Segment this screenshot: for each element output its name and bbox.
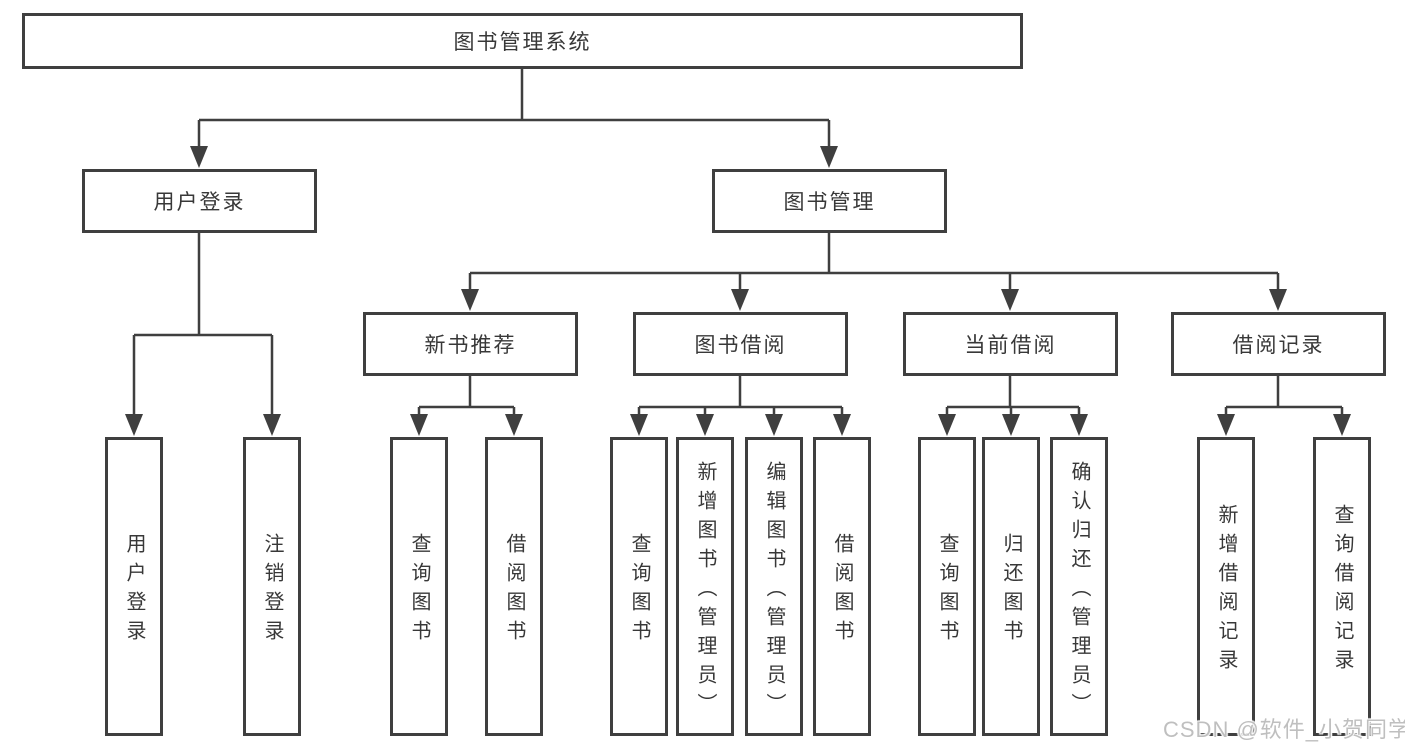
leaf-label: 归还图书	[1000, 533, 1022, 649]
leaf-query-books-recommend: 查询图书	[390, 437, 448, 736]
node-label: 借阅记录	[1232, 334, 1325, 357]
leaf-label: 查询图书	[408, 533, 430, 649]
node-label: 图书管理系统	[453, 31, 592, 54]
node-current-borrowing: 当前借阅	[903, 312, 1118, 376]
connector-mgmt-children	[461, 232, 1287, 311]
connector-current-children	[938, 375, 1088, 436]
node-label: 当前借阅	[964, 334, 1057, 357]
node-user-login: 用户登录	[82, 169, 317, 233]
leaf-label: 确认归还（管理员）	[1068, 460, 1090, 722]
leaf-label: 新增借阅记录	[1215, 504, 1237, 678]
connector-recommend-children	[410, 375, 523, 436]
leaf-label: 查询图书	[936, 533, 958, 649]
node-label: 图书借阅	[694, 334, 787, 357]
node-library-management-system: 图书管理系统	[22, 13, 1023, 69]
csdn-watermark: CSDN @软件_小贺同学	[1163, 717, 1405, 742]
node-label: 新书推荐	[424, 334, 517, 357]
connector-root	[190, 68, 838, 168]
leaf-borrow-books-recommend: 借阅图书	[485, 437, 543, 736]
leaf-label: 用户登录	[123, 533, 145, 649]
leaf-label: 查询图书	[628, 533, 650, 649]
node-book-borrowing: 图书借阅	[633, 312, 848, 376]
leaf-return-book: 归还图书	[982, 437, 1040, 736]
leaf-user-login: 用户登录	[105, 437, 163, 736]
node-new-book-recommend: 新书推荐	[363, 312, 578, 376]
leaf-borrow-books: 借阅图书	[813, 437, 871, 736]
leaf-label: 注销登录	[261, 533, 283, 649]
connector-records-children	[1217, 375, 1351, 436]
leaf-edit-book-admin: 编辑图书（管理员）	[745, 437, 803, 736]
leaf-query-books-current: 查询图书	[918, 437, 976, 736]
leaf-add-borrow-record: 新增借阅记录	[1197, 437, 1255, 736]
leaf-label: 新增图书（管理员）	[694, 460, 716, 722]
connector-login-children	[125, 232, 281, 436]
leaf-query-books-borrow: 查询图书	[610, 437, 668, 736]
node-book-management: 图书管理	[712, 169, 947, 233]
leaf-label: 借阅图书	[831, 533, 853, 649]
leaf-add-book-admin: 新增图书（管理员）	[676, 437, 734, 736]
node-label: 用户登录	[153, 191, 246, 214]
connector-borrow-children	[630, 375, 851, 436]
node-label: 图书管理	[783, 191, 876, 214]
node-borrowing-records: 借阅记录	[1171, 312, 1386, 376]
leaf-label: 编辑图书（管理员）	[763, 460, 785, 722]
leaf-label: 借阅图书	[503, 533, 525, 649]
leaf-query-borrow-record: 查询借阅记录	[1313, 437, 1371, 736]
leaf-logout: 注销登录	[243, 437, 301, 736]
leaf-label: 查询借阅记录	[1331, 504, 1353, 678]
leaf-confirm-return-admin: 确认归还（管理员）	[1050, 437, 1108, 736]
